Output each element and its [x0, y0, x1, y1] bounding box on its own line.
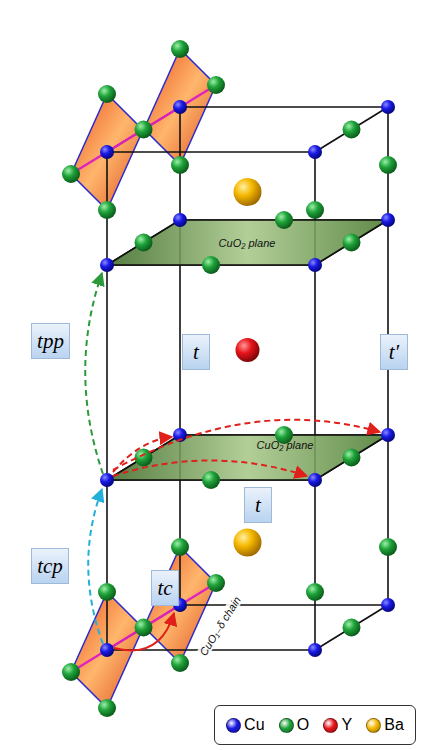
- chain-line: [71, 583, 216, 672]
- o-atom: [171, 40, 189, 58]
- legend-swatch: [366, 718, 381, 733]
- cell-edge: [107, 151, 315, 153]
- o-atom: [135, 619, 153, 637]
- hopping-label-box: t: [182, 334, 210, 370]
- ba-atom: [234, 178, 262, 206]
- legend-text: Y: [341, 716, 352, 734]
- o-atom: [343, 449, 361, 467]
- cu-atom: [381, 100, 395, 114]
- o-atom: [379, 156, 397, 174]
- o-atom: [171, 538, 189, 556]
- hopping-symbol: t′: [389, 342, 399, 363]
- hopping-symbol: t: [255, 495, 261, 516]
- legend: Cu O Y Ba: [214, 705, 416, 745]
- hopping-label-box: t′: [380, 334, 408, 370]
- cell-edge: [315, 605, 388, 650]
- cuo2-plane: [107, 220, 388, 265]
- cu-atom: [100, 473, 114, 487]
- hopping-label-box: tc: [151, 570, 179, 606]
- legend-item: Cu: [226, 716, 264, 734]
- cell-edge: [179, 107, 181, 605]
- legend-swatch: [323, 718, 338, 733]
- cell-edge: [180, 604, 388, 606]
- tcp-arrow: [88, 489, 103, 644]
- o-atom: [343, 619, 361, 637]
- legend-swatch: [279, 718, 294, 733]
- o-atom: [275, 211, 293, 229]
- o-atom: [62, 663, 80, 681]
- o-atom: [306, 583, 324, 601]
- legend-item: Ba: [366, 716, 404, 734]
- hopping-symbol: tc: [157, 578, 172, 599]
- cu-atom: [173, 100, 187, 114]
- hopping-label-box: t: [244, 487, 272, 523]
- cu-atom: [308, 643, 322, 657]
- o-atom: [62, 165, 80, 183]
- y-atom: [236, 338, 260, 362]
- plane-label: CuO₂ plane: [219, 237, 276, 249]
- cu-atom: [173, 213, 187, 227]
- chain-ribbons: [71, 49, 216, 708]
- legend-swatch: [226, 718, 241, 733]
- o-atom: [207, 574, 225, 592]
- hopping-label-box: tcp: [31, 548, 69, 584]
- hopping-symbol: tpp: [37, 331, 64, 352]
- legend-item: O: [279, 716, 309, 734]
- o-atom: [343, 234, 361, 252]
- o-atom: [135, 121, 153, 139]
- hopping-label-box: tpp: [31, 323, 70, 359]
- cu-atom: [381, 598, 395, 612]
- hopping-symbol: tcp: [37, 556, 63, 577]
- o-atom: [207, 76, 225, 94]
- legend-text: Ba: [384, 716, 404, 734]
- ba-atom: [234, 529, 262, 557]
- o-atom: [135, 234, 153, 252]
- o-atom: [202, 471, 220, 489]
- cuo2-plane: [107, 435, 388, 480]
- plane-label: CuO₂ plane: [257, 439, 314, 451]
- t-arrow: [113, 461, 307, 477]
- tpp-arrow: [85, 273, 103, 474]
- cu-atom: [308, 473, 322, 487]
- o-atom: [171, 156, 189, 174]
- o-atom: [171, 654, 189, 672]
- atoms: [62, 40, 397, 717]
- cell-edge: [180, 106, 388, 108]
- chain-line: [71, 85, 216, 174]
- cu-atom: [100, 643, 114, 657]
- cu-atom: [381, 213, 395, 227]
- legend-item: Y: [323, 716, 352, 734]
- chain-lines: [71, 85, 216, 672]
- o-atom: [379, 538, 397, 556]
- t-prime-arrow: [113, 420, 380, 470]
- tc-arrow: [114, 613, 174, 650]
- o-atom: [343, 121, 361, 139]
- cu-atom: [381, 428, 395, 442]
- o-atom: [98, 201, 116, 219]
- cell-edge: [106, 152, 108, 650]
- cu-atom: [100, 258, 114, 272]
- legend-text: Cu: [244, 716, 264, 734]
- o-atom: [202, 256, 220, 274]
- o-atom: [306, 201, 324, 219]
- cuo2-planes: [107, 220, 388, 480]
- cell-edges: [107, 107, 388, 650]
- cu-atom: [308, 145, 322, 159]
- o-atom: [98, 85, 116, 103]
- cell-edge: [315, 107, 388, 152]
- cu-atom: [100, 145, 114, 159]
- cu-atom: [308, 258, 322, 272]
- legend-text: O: [297, 716, 309, 734]
- o-atom: [98, 583, 116, 601]
- o-atom: [98, 699, 116, 717]
- hopping-symbol: t: [193, 342, 199, 363]
